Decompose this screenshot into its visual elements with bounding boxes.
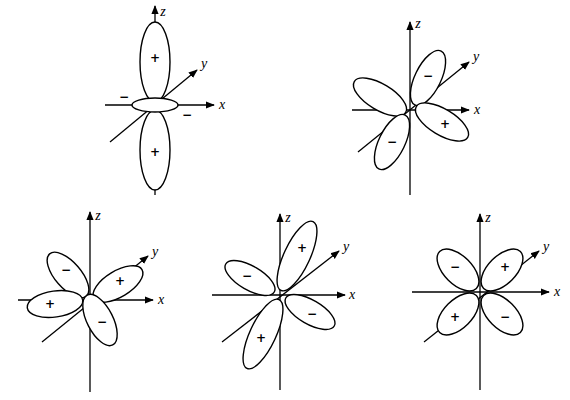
axis-label: z xyxy=(95,209,100,223)
axis-label: y xyxy=(473,50,479,64)
phase-sign: − xyxy=(60,264,72,276)
axis-label: y xyxy=(543,240,549,254)
axis-label: x xyxy=(158,293,164,307)
axis-label: y xyxy=(152,245,158,259)
phase-sign: + xyxy=(449,311,461,323)
axis-label: x xyxy=(219,98,225,112)
axis-label: z xyxy=(160,5,165,19)
phase-sign: + xyxy=(149,146,161,158)
phase-sign: − xyxy=(181,109,193,121)
phase-sign: − xyxy=(499,311,511,323)
phase-sign: + xyxy=(44,298,56,310)
axis-label: z xyxy=(485,211,490,225)
phase-sign: − xyxy=(241,270,253,282)
phase-sign: − xyxy=(422,70,434,82)
phase-sign: + xyxy=(149,52,161,64)
phase-sign: + xyxy=(114,275,126,287)
phase-sign: − xyxy=(449,261,461,273)
axis-label: z xyxy=(415,17,420,31)
phase-sign: + xyxy=(499,261,511,273)
phase-sign: + xyxy=(439,118,451,130)
phase-sign: + xyxy=(296,242,308,254)
phase-sign: − xyxy=(118,91,130,103)
axis-label: y xyxy=(201,57,207,71)
axis-label: y xyxy=(343,240,349,254)
phase-sign: − xyxy=(306,308,318,320)
phase-sign: − xyxy=(96,316,108,328)
phase-sign: + xyxy=(255,332,267,344)
axis-label: z xyxy=(285,211,290,225)
phase-sign: − xyxy=(386,136,398,148)
axis-label: x xyxy=(474,103,480,117)
axis-label: x xyxy=(554,285,560,299)
axis-label: x xyxy=(349,288,355,302)
